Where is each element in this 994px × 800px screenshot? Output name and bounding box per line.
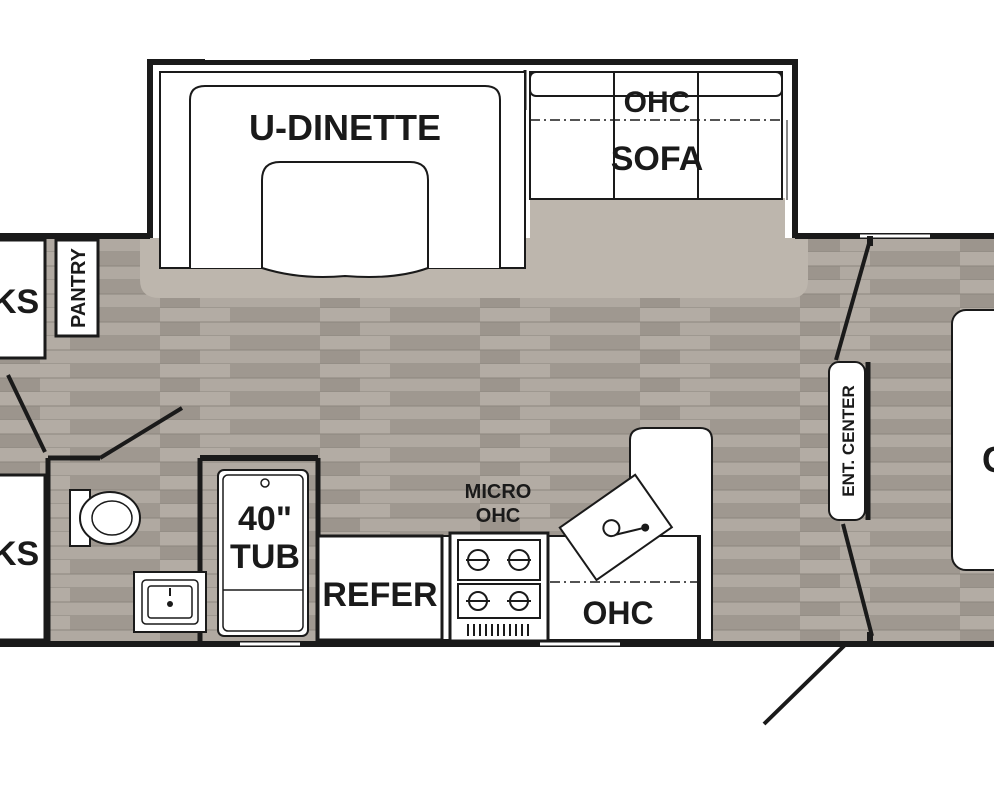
entry-walls [762, 236, 874, 726]
bunks-bottom-label: KS [0, 535, 39, 573]
pantry-label: PANTRY [68, 247, 90, 328]
ohc-sofa: OHC SOFA [529, 71, 783, 200]
toilet [69, 489, 141, 547]
u-dinette: U-DINETTE [159, 71, 526, 278]
tub-size-label: 40" [238, 500, 292, 538]
pantry: PANTRY [54, 238, 100, 338]
outer-walls [0, 56, 994, 647]
sofa-label: SOFA [611, 140, 704, 178]
kitchen-sink [558, 473, 674, 582]
tub-label: TUB [230, 538, 300, 576]
stove [448, 531, 550, 643]
tub: 40" TUB [217, 469, 309, 637]
ent-center-label: ENT. CENTER [839, 385, 858, 496]
refer-label: REFER [322, 576, 437, 614]
dinette-label: U-DINETTE [249, 107, 441, 148]
bunks-top: KS [0, 238, 47, 360]
sofa-ohc-label: OHC [624, 86, 691, 119]
kitchen-ohc-label: OHC [582, 595, 653, 631]
micro-label: MICRO [465, 481, 532, 503]
microwave-label-group: MICRO OHC [465, 481, 532, 527]
bunks-top-label: KS [0, 283, 39, 321]
right-fixture: C [951, 309, 994, 571]
entertainment-center: ENT. CENTER [828, 361, 871, 521]
micro-ohc-label: OHC [476, 505, 520, 527]
right-partial-label: C [982, 439, 994, 480]
bathroom-sink [133, 571, 207, 633]
refrigerator: REFER [316, 534, 444, 642]
bunks-bottom: KS [0, 473, 47, 642]
